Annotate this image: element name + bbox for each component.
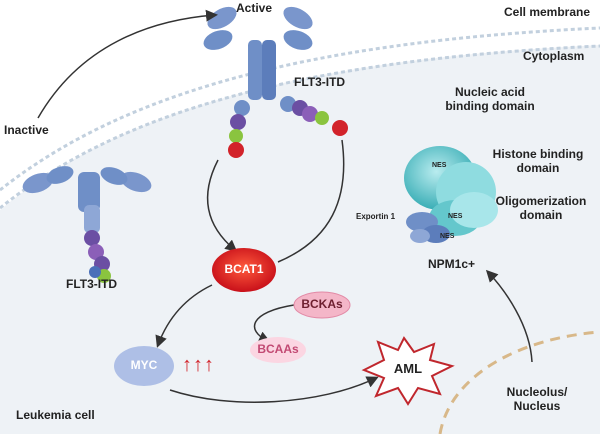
receptor-to-bcat1-arrow xyxy=(206,159,238,252)
exportin-1-protein xyxy=(406,212,450,243)
inactive-flt3-receptor xyxy=(22,166,152,283)
nucleic-acid-domain-label: Nucleic acid binding domain xyxy=(445,85,535,113)
receptor-return-line xyxy=(277,139,345,263)
bckas-to-bcaas-arrow xyxy=(253,304,295,343)
cytoplasm-label: Cytoplasm xyxy=(523,49,585,63)
myc-upregulation-arrows: ↑↑↑ xyxy=(182,354,215,376)
activation-arrow xyxy=(37,9,218,119)
exportin-1-label: Exportin 1 xyxy=(356,212,396,221)
aml-label: AML xyxy=(393,361,423,376)
nes-top-label: NES xyxy=(432,162,447,169)
npm1c-label: NPM1c+ xyxy=(428,257,476,271)
myc-label: MYC xyxy=(130,358,158,372)
cell-membrane-outer xyxy=(0,26,600,192)
nes-low-label: NES xyxy=(440,233,455,240)
bckas-label: BCKAs xyxy=(301,297,343,311)
nucleus-boundary xyxy=(438,330,600,434)
nes-mid-label: NES xyxy=(448,213,463,220)
flt3-itd-right-label: FLT3-ITD xyxy=(294,75,346,89)
myc-node xyxy=(114,346,174,386)
bcaas-node xyxy=(250,337,306,363)
cell-membrane-label: Cell membrane xyxy=(504,5,591,19)
myc-to-aml-arrow xyxy=(169,376,379,403)
leukemia-cell-label: Leukemia cell xyxy=(16,408,95,422)
active-label: Active xyxy=(236,1,273,15)
oligomerization-domain-label: Oligomerization domain xyxy=(495,194,587,222)
active-flt3-receptor xyxy=(203,6,348,158)
bckas-node xyxy=(293,291,351,319)
bcat1-to-myc-arrow xyxy=(155,284,213,348)
histone-domain-label: Histone binding domain xyxy=(492,147,584,175)
inactive-label: Inactive xyxy=(4,123,49,137)
cytoplasm-region xyxy=(0,45,600,434)
nucleus-to-npm1c-arrow xyxy=(485,269,533,363)
bcaas-label: BCAAs xyxy=(257,342,299,356)
aml-starburst xyxy=(361,336,455,406)
nucleolus-nucleus-label: Nucleolus/ Nucleus xyxy=(506,385,568,413)
flt3-itd-left-label: FLT3-ITD xyxy=(66,277,118,291)
bcat1-label: BCAT1 xyxy=(224,262,264,276)
bcat1-node xyxy=(212,248,276,292)
